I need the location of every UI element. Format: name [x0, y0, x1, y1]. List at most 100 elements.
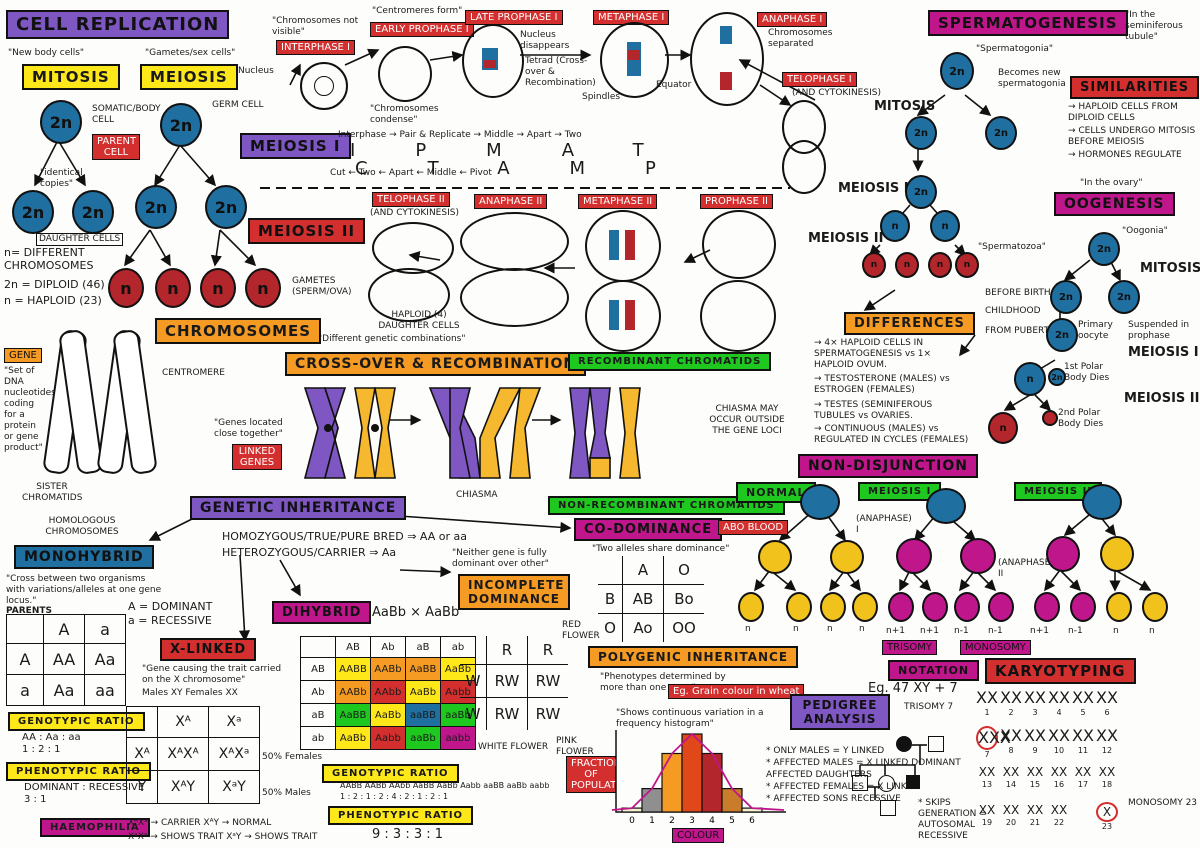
nd-gamete-11: [1106, 592, 1132, 622]
dihybrid-cell: AaBb: [335, 726, 371, 750]
nd-gamete-3: [820, 592, 846, 622]
nd-gamete-4: [852, 592, 878, 622]
telophase2-cell-a: [372, 222, 454, 274]
karyotype-number: 23: [1101, 822, 1113, 831]
karyotype-number: 16: [1053, 780, 1065, 789]
gamete-cell-4: n: [245, 268, 281, 308]
mitosis-parent-cell: 2n: [40, 100, 82, 144]
dihybrid-genotypic-label: GENOTYPIC RATIO: [322, 764, 459, 783]
karyotype-number: 10: [1053, 746, 1065, 755]
meiosis-2-label: MEIOSIS II: [248, 218, 366, 244]
primary-oocyte-cell: 2n: [1046, 318, 1078, 352]
white-flower-label: WHITE FLOWER: [478, 742, 549, 752]
notation-example: Eg. 47 XY + 7: [868, 681, 958, 696]
karyotype-number: 21: [1029, 818, 1041, 827]
early-prophase-cell: [378, 46, 432, 102]
monosomy23-label: MONOSOMY 23: [1128, 798, 1198, 808]
becomes-note: Becomes new spermatogonia: [998, 68, 1066, 89]
interphase-tag: INTERPHASE I: [276, 40, 355, 55]
karyotype-number: 18: [1101, 780, 1113, 789]
nd-m1-child-a: [896, 538, 932, 574]
histogram-bar: [701, 752, 723, 813]
chromosome-glyph: XX: [1002, 765, 1020, 779]
karyotype-number: 2: [1008, 708, 1014, 717]
chromosome-glyph: XX: [1050, 765, 1068, 779]
dihybrid-cell: AaBB: [405, 657, 441, 681]
karyotype-number: 9: [1032, 746, 1038, 755]
difference-3: → TESTES (SEMINIFEROUS TUBULES vs OVARIE…: [814, 400, 933, 421]
karyotyping-title: KARYOTYPING: [985, 658, 1136, 684]
spermatozoon-1: n: [862, 252, 886, 278]
chrom-not-visible-note: "Chromosomes not visible": [272, 16, 359, 37]
genetic-inheritance-title: GENETIC INHERITANCE: [190, 496, 407, 520]
histogram-bar: [641, 787, 663, 813]
telophase2-tag: TELOPHASE II: [372, 192, 450, 207]
gamete-cell-3: n: [200, 268, 236, 308]
oogenesis-location: "In the ovary": [1080, 178, 1143, 188]
parent-cell-tag: PARENT CELL: [92, 134, 140, 160]
chromosome-glyph: XX: [1050, 803, 1068, 817]
nd-gamete-7: [954, 592, 980, 622]
monohybrid-title: MONOHYBRID: [14, 545, 154, 569]
dihybrid-cell: AABB: [335, 657, 371, 681]
mnemonic-letters-top: IPMAT: [350, 140, 704, 161]
late-prophase-cell: [462, 24, 524, 98]
pedigree-affected-male: [906, 775, 920, 789]
chromosome-glyph: XX: [1098, 765, 1116, 779]
neither-dominant-note: "Neither gene is fully dominant over oth…: [452, 548, 549, 569]
oo-mitosis-label: MITOSIS: [1140, 261, 1200, 276]
oo-cell-b: 2n: [1108, 280, 1140, 314]
chromosome-glyph: XX: [978, 803, 996, 817]
sperm-meiosis1-label: MEIOSIS I: [838, 181, 909, 196]
telophase-tag: TELOPHASE I: [782, 72, 857, 87]
similarity-1: → HAPLOID CELLS FROM DIPLOID CELLS: [1068, 102, 1178, 123]
difference-2: → TESTOSTERONE (MALES) vs ESTROGEN (FEMA…: [814, 374, 950, 395]
spermatogonium-cell: 2n: [940, 52, 974, 90]
nd-m2-n-4: n: [1149, 626, 1155, 636]
daughter-cell-2: 2n: [72, 190, 114, 234]
nd-m2-child-b: [1100, 536, 1134, 572]
nd-m2-n-2: n-1: [1068, 626, 1083, 636]
pedigree-title: PEDIGREE ANALYSIS: [790, 694, 890, 730]
nonrecombinant-label: NON-RECOMBINANT CHROMATIDS: [548, 496, 785, 515]
dihybrid-row-header: Ab: [300, 680, 336, 704]
chromosome-glyph: XX: [1072, 726, 1094, 745]
chiasma-note: CHIASMA MAY OCCUR OUTSIDE THE GENE LOCI: [709, 404, 785, 436]
dihybrid-row-header: AB: [300, 657, 336, 681]
red-flower-label: RED FLOWER: [562, 620, 600, 641]
nd-normal-child-a: [758, 540, 792, 574]
dihybrid-cell: aaBB: [405, 703, 441, 727]
dihybrid-header-cell: Ab: [370, 636, 406, 658]
dihybrid-cell: AABb: [370, 657, 406, 681]
sperm-meiosis2-label: MEIOSIS II: [808, 231, 884, 246]
pedigree-grandchild: [880, 800, 896, 816]
crossover-diagram: [303, 387, 641, 479]
nucleus-disappears-label: Nucleus disappears: [520, 30, 570, 51]
polygenic-example: Eg. Grain colour in wheat: [668, 684, 805, 699]
nd-normal-n-4: n: [859, 624, 865, 634]
centromere-label: CENTROMERE: [162, 368, 225, 378]
metaphase2-cell-a: [585, 210, 661, 282]
daughter-cell-1: 2n: [12, 190, 54, 234]
chromosome-glyph: XX: [1048, 688, 1070, 707]
oogonium-cell: 2n: [1088, 232, 1120, 266]
dihybrid-title: DIHYBRID: [272, 601, 372, 624]
dihybrid-phenotypic-label: PHENOTYPIC RATIO: [328, 806, 474, 825]
pedigree-male: [928, 736, 944, 752]
skips-generation-note: * SKIPS GENERATION = AUTOSOMAL RECESSIVE: [918, 798, 987, 841]
nd-normal-n-3: n: [827, 624, 833, 634]
dihybrid-phenotypic-value: 9 : 3 : 3 : 1: [372, 827, 444, 842]
codominance-title: CO-DOMINANCE: [574, 518, 723, 541]
pedigree-note-3: AFFECTED DAUGHTERS: [766, 770, 872, 780]
nd-m1-parent: [926, 488, 966, 524]
histogram-bar: [681, 733, 703, 813]
